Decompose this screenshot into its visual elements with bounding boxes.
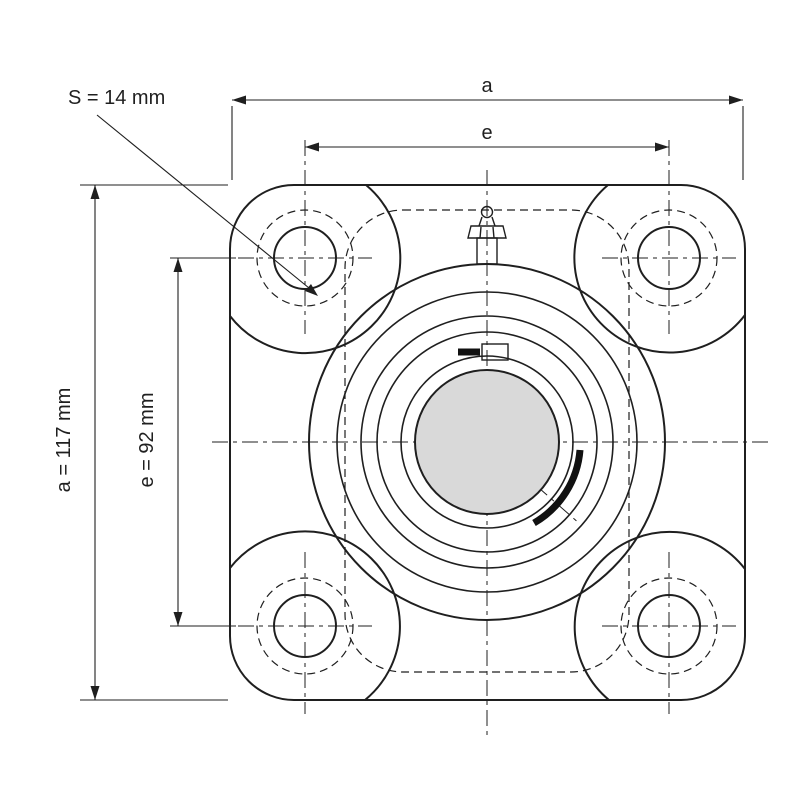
corner-lobe-bl (229, 530, 401, 701)
arrowhead (305, 284, 318, 296)
locking-collar-arc (532, 449, 584, 527)
corner-lobe-br (573, 530, 746, 701)
inner-ring-outer (400, 355, 574, 529)
leader-line (96, 114, 310, 289)
hidden-boss-tl (256, 209, 354, 307)
bolt-hole-br (637, 594, 701, 658)
arrowhead (232, 95, 246, 105)
bearing-rings (308, 263, 666, 621)
shaft-bore (414, 369, 560, 515)
grease-fitting-hex (467, 225, 507, 239)
dim-label-a-top: a (481, 75, 493, 97)
flange-square-body (229, 184, 746, 701)
dim-label-a-left: a = 117 mm (53, 388, 75, 493)
grease-fitting-facet-right (492, 226, 495, 239)
bolt-hole-tl (273, 226, 337, 290)
housing-boss-inner (336, 291, 638, 593)
callout-s: S = 14 mm (68, 87, 318, 296)
dim-label-e-left: e = 92 mm (136, 392, 158, 487)
flange-outline (229, 184, 746, 701)
grease-fitting-facet-left (479, 226, 482, 239)
outer-ring-inner (376, 331, 598, 553)
corner-lobe-tr (573, 184, 746, 354)
grease-fitting (467, 205, 507, 265)
dimension-a-top: a (231, 75, 744, 180)
callout-s-label: S = 14 mm (68, 87, 165, 109)
arrowhead (90, 686, 100, 700)
hidden-back-flange (344, 209, 630, 673)
arrowhead (90, 185, 100, 199)
arrowhead (173, 258, 183, 272)
arrowhead (173, 612, 183, 626)
dim-label-e-top: e (481, 122, 492, 144)
grease-fitting-neck-left (478, 216, 483, 227)
dimension-e-left: e = 92 mm (136, 257, 236, 627)
bolt-hole-bl (273, 594, 337, 658)
arrowhead (305, 142, 319, 152)
grease-fitting-shank (476, 237, 498, 265)
grease-fitting-ball (480, 205, 494, 219)
outer-ring-outer (360, 315, 614, 569)
corner-lobe-tl (229, 184, 402, 355)
dimension-a-left: a = 117 mm (53, 184, 228, 701)
arrowhead (655, 142, 669, 152)
set-screw-right (481, 343, 509, 361)
hidden-boss-bl (256, 577, 354, 675)
hidden-lines (256, 209, 718, 675)
dimension-e-top: e (305, 122, 669, 152)
locking-collar (458, 343, 584, 527)
hidden-boss-tr (620, 209, 718, 307)
arrowhead (729, 95, 743, 105)
hidden-boss-br (620, 577, 718, 675)
grease-fitting-neck-right (491, 216, 496, 227)
setscrew-axis-line (489, 444, 581, 525)
bolt-hole-tr (637, 226, 701, 290)
